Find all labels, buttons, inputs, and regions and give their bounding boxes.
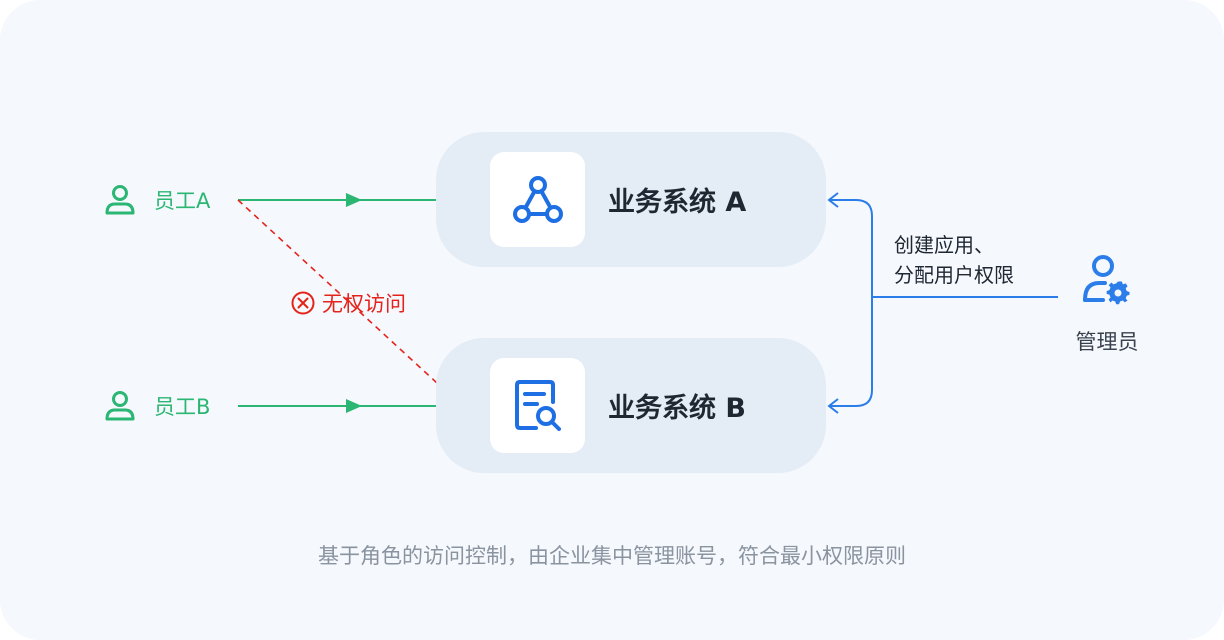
edge-denied-access — [237, 199, 463, 407]
close-circle-icon — [291, 291, 315, 315]
network-icon — [512, 175, 563, 223]
diagram-caption: 基于角色的访问控制，由企业集中管理账号，符合最小权限原则 — [318, 544, 906, 568]
user-gear-icon — [1083, 255, 1130, 305]
employee-b-label: 员工B — [154, 395, 211, 419]
system-a-label: 业务系统 A — [608, 187, 747, 218]
user-icon — [105, 185, 135, 215]
system-a-card: 业务系统 A — [436, 132, 826, 267]
admin-action-line1: 创建应用、 — [894, 233, 994, 257]
user-icon — [105, 391, 135, 421]
system-a-icon-box — [490, 152, 585, 247]
document-search-icon — [514, 379, 561, 431]
denied-access-text: 无权访问 — [322, 292, 406, 316]
edge-admin-bracket — [830, 199, 1058, 407]
employee-a: 员工A — [102, 180, 210, 220]
admin: 管理员 — [1062, 250, 1152, 356]
edge-admin-arrow-b — [827, 398, 839, 414]
employee-a-label: 员工A — [154, 189, 211, 213]
admin-label: 管理员 — [1075, 330, 1139, 354]
system-b-label: 业务系统 B — [608, 393, 746, 424]
employee-b: 员工B — [102, 386, 210, 426]
admin-action-text: 创建应用、 分配用户权限 — [894, 230, 1014, 290]
admin-action-line2: 分配用户权限 — [894, 263, 1014, 287]
edge-admin-arrow-a — [827, 192, 839, 208]
edge-employee-a-arrow — [346, 193, 362, 207]
edge-employee-b-arrow — [346, 399, 362, 413]
system-b-card: 业务系统 B — [436, 338, 826, 473]
denied-access-label: 无权访问 — [290, 287, 406, 319]
system-b-icon-box — [490, 358, 585, 453]
